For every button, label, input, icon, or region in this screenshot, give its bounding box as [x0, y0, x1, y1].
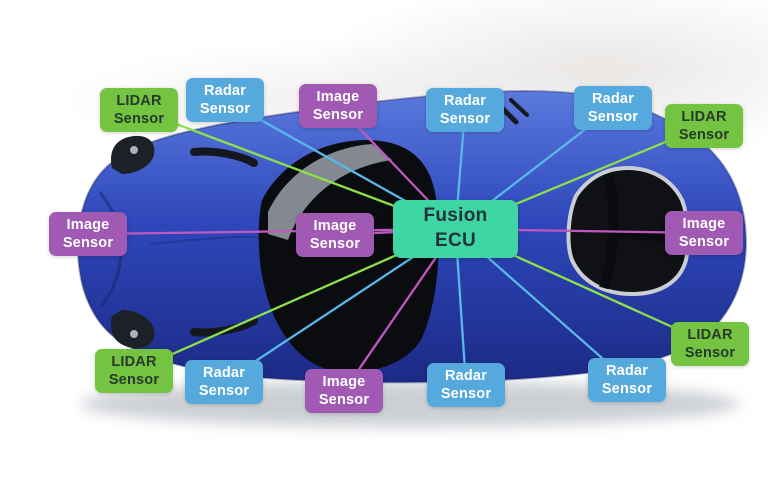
headlight-left-top-lens: [130, 146, 138, 154]
radar-sensor-bottom-center: Radar Sensor: [427, 363, 505, 407]
radar-sensor-bottom-right: Radar Sensor: [588, 358, 666, 402]
sensor-label: Image Sensor: [309, 217, 361, 252]
hood-vent-top: [190, 147, 258, 167]
sensor-label: Radar Sensor: [587, 90, 639, 125]
headlight-left-top: [110, 135, 155, 174]
sensor-label: Image Sensor: [318, 373, 370, 408]
sensor-label: LIDAR Sensor: [108, 353, 160, 388]
headlight-left-bottom-lens: [130, 330, 138, 338]
engine-cover-spoke-vertical: [599, 172, 619, 290]
hood-center-line: [149, 235, 263, 245]
lidar-sensor-bottom-left: LIDAR Sensor: [95, 349, 173, 393]
lidar-sensor-bottom-right: LIDAR Sensor: [671, 322, 749, 366]
fender-vent-2: [509, 98, 529, 117]
sensor-label: LIDAR Sensor: [684, 326, 736, 361]
image-sensor-bottom: Image Sensor: [305, 369, 383, 413]
radar-sensor-bottom-left: Radar Sensor: [185, 360, 263, 404]
sensor-label: Radar Sensor: [601, 362, 653, 397]
fusion-ecu-node: Fusion ECU: [393, 200, 518, 258]
image-sensor-top: Image Sensor: [299, 84, 377, 128]
sensor-label: Image Sensor: [678, 215, 730, 250]
sensor-label: Image Sensor: [312, 88, 364, 123]
image-sensor-right: Image Sensor: [665, 211, 743, 255]
sensor-label: LIDAR Sensor: [678, 108, 730, 143]
radar-sensor-top-center: Radar Sensor: [426, 88, 504, 132]
fusion-ecu-label-line2: ECU: [434, 230, 476, 251]
radar-sensor-top-right: Radar Sensor: [574, 86, 652, 130]
lidar-sensor-top-right: LIDAR Sensor: [665, 104, 743, 148]
sensor-label: Radar Sensor: [439, 92, 491, 127]
sensor-label: Radar Sensor: [198, 364, 250, 399]
sensor-label: LIDAR Sensor: [113, 92, 165, 127]
image-sensor-left: Image Sensor: [49, 212, 127, 256]
image-sensor-center: Image Sensor: [296, 213, 374, 257]
sensor-label: Radar Sensor: [440, 367, 492, 402]
radar-sensor-top-left: Radar Sensor: [186, 78, 264, 122]
headlight-left-bottom: [110, 310, 155, 349]
sensor-label: Radar Sensor: [199, 82, 251, 117]
fusion-ecu-label-line1: Fusion: [423, 205, 488, 227]
lidar-sensor-top-left: LIDAR Sensor: [100, 88, 178, 132]
sensor-label: Image Sensor: [62, 216, 114, 251]
